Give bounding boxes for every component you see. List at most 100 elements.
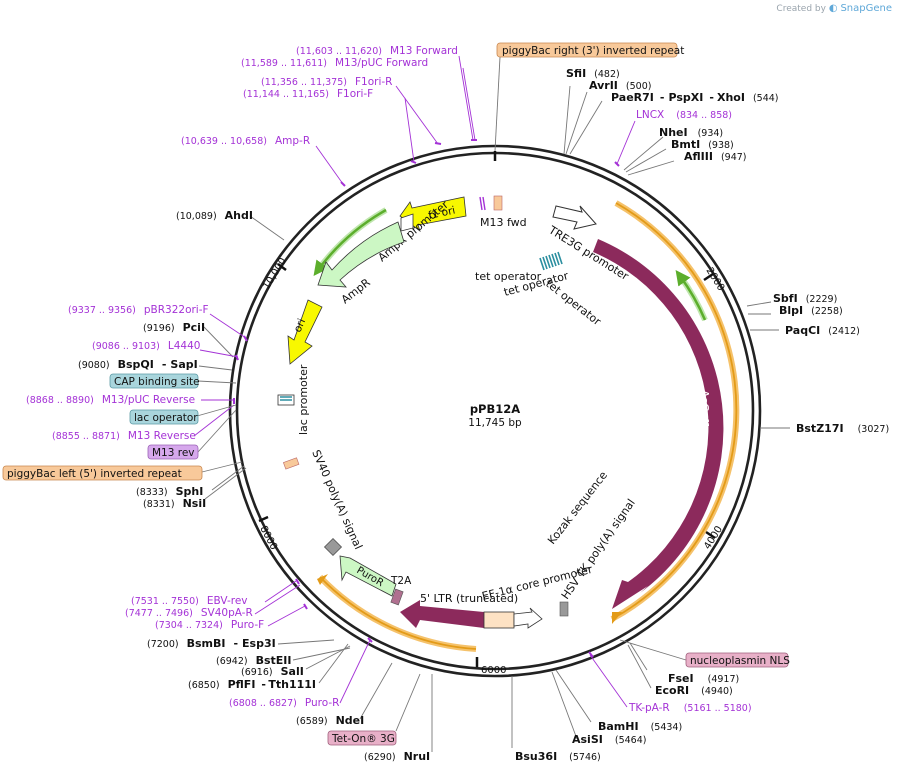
pb-left-label: piggyBac left (5') inverted repeat: [7, 468, 182, 480]
enzyme-sbfi[interactable]: SbfI: [773, 292, 798, 305]
primer-sv40pa-r[interactable]: SV40pA-R: [201, 607, 253, 619]
enzyme-bspqi[interactable]: BspQI: [118, 358, 154, 371]
enzyme-fsei-pos: (4917): [708, 674, 740, 685]
primer-m13puc-f-pos: (11,589 .. 11,611): [241, 58, 327, 69]
enzyme-avrii[interactable]: AvrII: [589, 79, 618, 92]
m13rev-box[interactable]: M13 rev: [147, 444, 199, 460]
svg-text:NheI(934): NheI(934): [659, 126, 723, 139]
lac-region[interactable]: [277, 394, 295, 406]
enzyme-bspqi-sep: -: [162, 358, 167, 371]
enzyme-esp3i[interactable]: Esp3I: [242, 637, 276, 650]
primer-labels: (11,603 .. 11,620)M13 Forward (11,589 ..…: [26, 45, 752, 714]
enzyme-paer7i-sep1: -: [660, 91, 665, 104]
svg-text:(8333)SphI: (8333)SphI: [136, 485, 203, 498]
svg-text:(8868 .. 8890)M13/pUC Reverse: (8868 .. 8890)M13/pUC Reverse: [26, 394, 195, 406]
enzyme-ahdi[interactable]: AhdI: [225, 209, 253, 222]
enzyme-tth111i[interactable]: Tth111I: [268, 678, 316, 691]
primer-puro-f[interactable]: Puro-F: [231, 619, 264, 631]
enzyme-bsteii[interactable]: BstEII: [256, 654, 292, 667]
enzyme-sfii[interactable]: SfiI: [566, 67, 586, 80]
primer-lncx[interactable]: LNCX: [636, 109, 664, 121]
enzyme-blpi[interactable]: BlpI: [779, 304, 803, 317]
enzyme-pcii[interactable]: PciI: [183, 321, 205, 334]
enzyme-nsii[interactable]: NsiI: [183, 497, 207, 510]
tet-operator-block[interactable]: [539, 251, 563, 271]
t2a-marker[interactable]: [390, 588, 404, 606]
svg-text:(6589)NdeI: (6589)NdeI: [296, 714, 364, 727]
enzyme-sapi[interactable]: SapI: [170, 358, 197, 371]
ltr-feature[interactable]: 5' LTR (truncated): [400, 592, 518, 628]
enzyme-nhei[interactable]: NheI: [659, 126, 688, 139]
svg-text:BstZ17I(3027): BstZ17I (3027): [796, 422, 889, 435]
enzyme-bstz17i[interactable]: BstZ17I: [796, 422, 844, 435]
enzyme-sphi[interactable]: SphI: [176, 485, 204, 498]
enzyme-nrui[interactable]: NruI: [404, 750, 431, 763]
enzyme-ecori-pos: (4940): [701, 686, 733, 697]
pb-left-box[interactable]: piggyBac left (5') inverted repeat: [2, 465, 203, 481]
primer-f1ori-f[interactable]: F1ori-F: [337, 88, 373, 100]
hsvtk-marker[interactable]: [559, 601, 569, 617]
enzyme-bsmbi[interactable]: BsmBI: [187, 637, 226, 650]
nls-box[interactable]: nucleoplasmin NLS: [685, 652, 790, 668]
svg-text:(11,589 .. 11,611)M13/pUC Forw: (11,589 .. 11,611) M13/pUC Forward: [241, 57, 428, 69]
primer-tk-pa-r-pos: (5161 .. 5180): [684, 703, 752, 714]
lacop-label: lac operator: [134, 412, 198, 424]
pb-right-box[interactable]: piggyBac right (3') inverted repeat: [496, 42, 684, 58]
primer-l4440[interactable]: L4440: [168, 340, 201, 352]
tet-on-label: Tet-On® 3G: [331, 733, 395, 745]
enzyme-pflfi[interactable]: PflFI: [228, 678, 256, 691]
enzyme-bmti[interactable]: BmtI: [671, 138, 700, 151]
primer-l4440-pos: (9086 .. 9103): [92, 341, 160, 352]
primer-f1ori-r[interactable]: F1ori-R: [355, 76, 392, 88]
enzyme-sali[interactable]: SalI: [281, 665, 304, 678]
svg-text:SbfI(2229): SbfI(2229): [773, 292, 837, 305]
credit-brand: SnapGene: [840, 3, 892, 14]
primer-m13f[interactable]: M13 Forward: [390, 45, 458, 57]
ascpf1-feature[interactable]: AsCpf1: [593, 239, 724, 609]
primer-tk-pa-r[interactable]: TK-pA-R: [628, 702, 670, 714]
svg-text:(6916)SalI: (6916)SalI: [241, 665, 304, 678]
cap-box[interactable]: CAP binding site: [109, 373, 200, 389]
primer-puro-r[interactable]: Puro-R: [305, 697, 340, 709]
ltr-label: 5' LTR (truncated): [420, 592, 518, 605]
f1-ori-feature[interactable]: f1 ori: [399, 196, 467, 233]
enzyme-fsei[interactable]: FseI: [668, 672, 694, 685]
primer-m13puc-f[interactable]: M13/pUC Forward: [335, 57, 428, 69]
enzyme-xhoi[interactable]: XhoI: [717, 91, 745, 104]
enzyme-ecori[interactable]: EcoRI: [655, 684, 689, 697]
primer-amp-r[interactable]: Amp-R: [275, 135, 310, 147]
enzyme-pspxi[interactable]: PspXI: [668, 91, 703, 104]
ori-feature[interactable]: ori: [287, 299, 323, 365]
primer-pbr322[interactable]: pBR322ori-F: [144, 304, 209, 316]
enzyme-paqci-pos: (2412): [828, 326, 860, 337]
tet-on-box[interactable]: Tet-On® 3G: [327, 730, 397, 746]
puror-feature[interactable]: PuroR: [339, 555, 397, 597]
m13-fwd-marker[interactable]: [493, 195, 503, 211]
sv40-marker[interactable]: [323, 537, 343, 557]
enzyme-paqci[interactable]: PaqCI: [785, 324, 820, 337]
primer-leaders: [193, 55, 636, 708]
primer-puro-f-pos: (7304 .. 7324): [155, 620, 223, 631]
svg-text:PaqCI(2412): PaqCI (2412): [785, 324, 860, 337]
primer-ebv-rev[interactable]: EBV-rev: [207, 595, 248, 607]
primer-m13puc-r[interactable]: M13/pUC Reverse: [102, 394, 195, 406]
svg-text:Bsu36I(5746): Bsu36I(5746): [515, 750, 601, 763]
enzyme-leaders: [198, 85, 790, 752]
boxed-leaders: [196, 56, 687, 732]
enzyme-asisi[interactable]: AsiSI: [572, 733, 603, 746]
svg-text:BamHI(5434): BamHI(5434): [598, 720, 682, 733]
enzyme-afliii[interactable]: AflIII: [684, 150, 713, 163]
enzyme-bsu36i[interactable]: Bsu36I: [515, 750, 557, 763]
nls-label: nucleoplasmin NLS: [690, 655, 790, 667]
enzyme-ndei[interactable]: NdeI: [336, 714, 365, 727]
primer-m13r[interactable]: M13 Reverse: [128, 430, 196, 442]
svg-text:AvrII(500): AvrII(500): [589, 79, 651, 92]
enzyme-bamhi[interactable]: BamHI: [598, 720, 639, 733]
enzyme-blpi-pos: (2258): [811, 306, 843, 317]
m13-fwd-ticks: [479, 196, 486, 211]
enzyme-paer7i[interactable]: PaeR7I: [611, 91, 654, 104]
ruler-6000: 6000: [481, 665, 506, 676]
lacop-box[interactable]: lac operator: [129, 409, 199, 425]
ampr-feature[interactable]: AmpR: [317, 221, 405, 306]
enzyme-bstz17i-pos: (3027): [858, 424, 890, 435]
